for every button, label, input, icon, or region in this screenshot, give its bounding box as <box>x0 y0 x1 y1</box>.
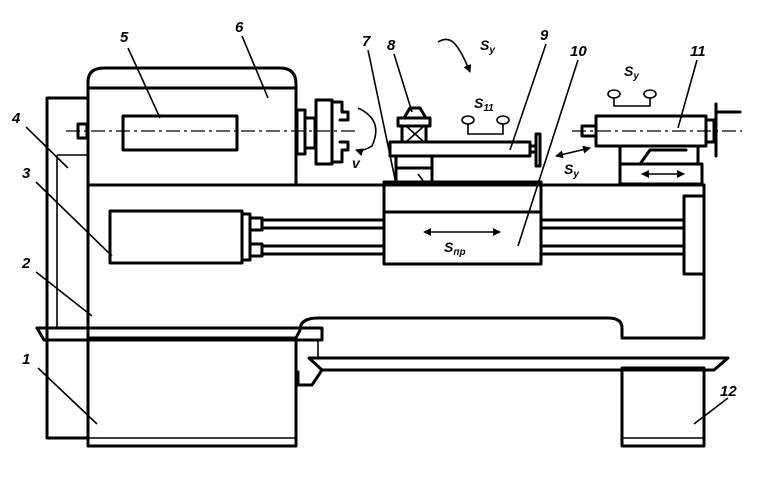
feed-rods <box>260 194 706 276</box>
right-pedestal <box>620 366 706 448</box>
rotation-arrow <box>355 107 377 157</box>
symbol-sy-top: Sy <box>480 37 495 56</box>
sy-top-arrow <box>437 38 472 73</box>
tool-post <box>396 106 432 144</box>
label-4: 4 <box>11 110 21 127</box>
symbol-v: v <box>352 155 361 171</box>
cross-slide <box>388 140 532 184</box>
feed-box <box>108 209 264 265</box>
label-1: 1 <box>22 351 30 368</box>
label-7: 7 <box>362 33 371 50</box>
label-3: 3 <box>22 165 31 182</box>
cross-slide-screw <box>528 132 542 168</box>
label-8: 8 <box>387 37 396 54</box>
sy-mid-arrow <box>555 145 591 159</box>
label-5: 5 <box>120 29 129 46</box>
leader-lines <box>25 35 729 425</box>
s11-handles <box>461 115 510 135</box>
headstock <box>86 66 298 187</box>
speed-box <box>121 114 239 152</box>
label-2: 2 <box>21 255 31 272</box>
tail-handles <box>607 89 657 107</box>
left-pedestal <box>86 336 298 448</box>
chuck <box>295 98 350 166</box>
symbol-sy-mid: Sy <box>564 161 579 180</box>
symbol-s11: S11 <box>474 95 494 114</box>
tailstock <box>572 102 742 186</box>
symbol-spr: Sпр <box>444 239 466 258</box>
gear-cover <box>45 96 90 440</box>
spindle-rear <box>76 122 89 140</box>
carriage <box>382 180 543 214</box>
label-6: 6 <box>235 19 244 36</box>
label-12: 12 <box>720 383 737 400</box>
symbol-sy-tail: Sy <box>624 63 639 82</box>
chip-tray <box>35 326 730 387</box>
label-9: 9 <box>540 27 549 44</box>
label-11: 11 <box>690 43 706 60</box>
label-10: 10 <box>570 43 587 60</box>
